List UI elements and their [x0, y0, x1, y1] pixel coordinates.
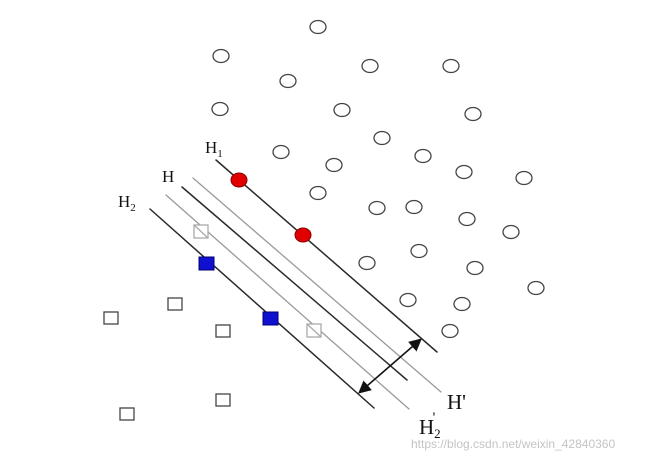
circle-point: [399, 292, 417, 308]
circle-point: [441, 323, 459, 339]
circle-point: [455, 164, 473, 180]
support-circles: [230, 172, 312, 243]
circle-point: [502, 224, 520, 240]
circle-point: [464, 106, 482, 122]
square-point: [119, 407, 135, 421]
h-center-line: [181, 186, 408, 381]
circle-point: [405, 199, 423, 215]
margin-arrow: [358, 338, 422, 394]
support-circle: [294, 227, 312, 243]
support-circle: [230, 172, 248, 188]
watermark: https://blog.csdn.net/weixin_42840360: [411, 437, 616, 451]
circle-point: [453, 296, 471, 312]
circle-point: [414, 148, 432, 164]
class-circles: [211, 19, 545, 339]
circle-point: [373, 130, 391, 146]
h1-margin-line: [215, 159, 438, 353]
label-h: H: [162, 167, 174, 186]
label-h2: H2: [118, 192, 136, 214]
support-squares: [198, 256, 279, 326]
label-h-prime: H': [447, 390, 466, 414]
circle-point: [309, 19, 327, 35]
faded-square-diagonal: [306, 323, 322, 338]
circle-point: [358, 255, 376, 271]
faded-squares: [193, 224, 322, 338]
class-squares: [103, 297, 231, 421]
circle-point: [410, 243, 428, 259]
circle-point: [458, 211, 476, 227]
square-point: [103, 311, 119, 325]
circle-point: [211, 101, 229, 117]
square-point: [167, 297, 183, 311]
support-square: [262, 311, 279, 326]
h2-margin-line: [149, 208, 375, 409]
circle-point: [368, 200, 386, 216]
h1-prime-line: [192, 177, 442, 393]
faded-square-diagonal: [193, 224, 209, 239]
label-h2-prime: H2': [419, 410, 441, 441]
circle-point: [333, 102, 351, 118]
support-square: [198, 256, 215, 271]
circle-point: [212, 48, 230, 64]
square-point: [215, 393, 231, 407]
circle-point: [466, 260, 484, 276]
hyperplane-lines: [149, 159, 442, 410]
circle-point: [309, 185, 327, 201]
circle-point: [515, 170, 533, 186]
circle-point: [442, 58, 460, 74]
circle-point: [279, 73, 297, 89]
square-point: [215, 324, 231, 338]
circle-point: [325, 157, 343, 173]
circle-point: [361, 58, 379, 74]
label-h1: H1: [205, 138, 223, 160]
circle-point: [527, 280, 545, 296]
circle-point: [272, 144, 290, 160]
